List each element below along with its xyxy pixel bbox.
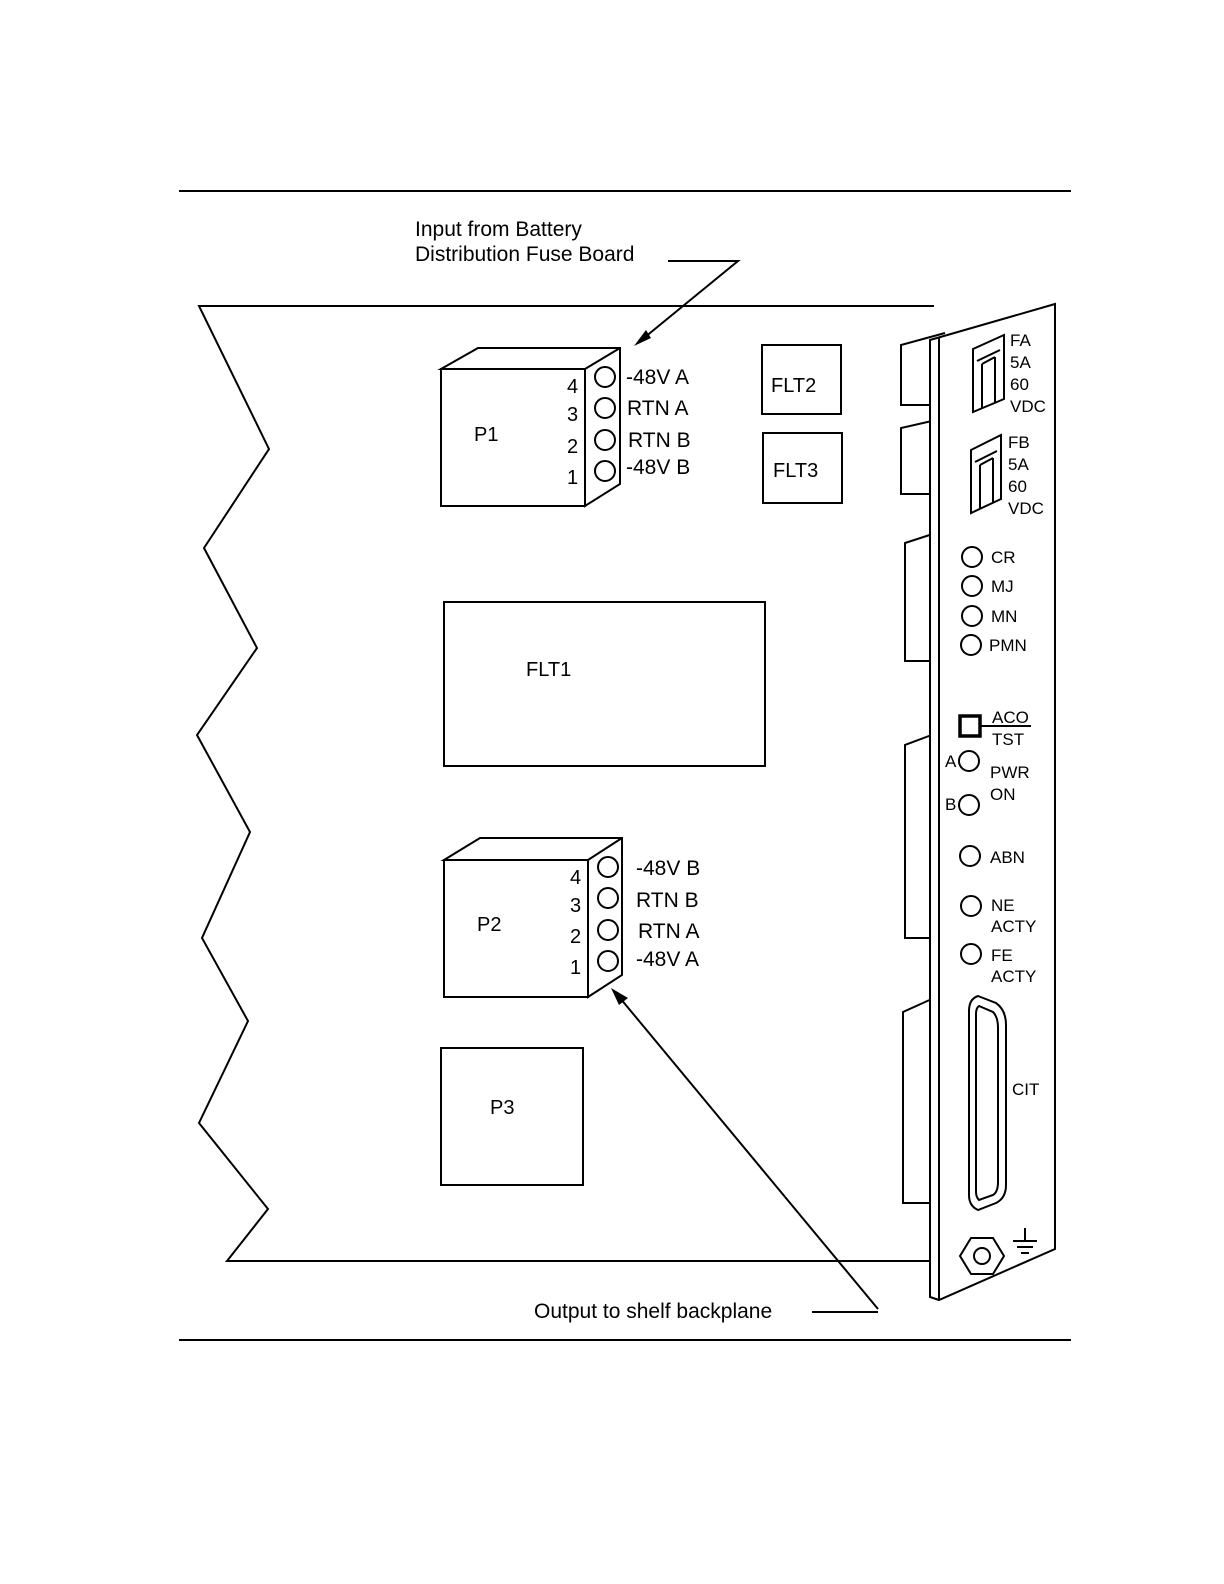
fuse-a-line: 60 [1010,375,1029,394]
fuse-b-line: 60 [1008,477,1027,496]
p1-pin-num: 1 [567,467,578,489]
p2-pin-num: 2 [570,926,581,948]
p2-pin-4: 4 -48V B [570,857,700,889]
p2-pin-num: 4 [570,867,581,889]
pin-hole-icon [595,398,615,418]
pin-hole-icon [598,920,618,940]
led-pmn-label: PMN [989,636,1027,655]
pwr-label: PWR [990,763,1030,782]
abn-label: ABN [990,848,1025,867]
input-callout-line2: Distribution Fuse Board [415,243,634,266]
p2-pin-3: 3 RTN B [570,888,699,917]
pin-hole-icon [598,857,618,877]
fuse-a-line: VDC [1010,397,1046,416]
fe-acty-label: ACTY [991,967,1036,986]
fuse-a-line: 5A [1010,353,1031,372]
fuse-b-line: VDC [1008,499,1044,518]
ne-acty-label: ACTY [991,917,1036,936]
led-mn-label: MN [991,607,1017,626]
input-callout-line1: Input from Battery [415,218,582,241]
cit-label: CIT [1012,1080,1039,1099]
p2-pin-signal: -48V A [636,948,699,971]
flt3-label: FLT3 [773,460,818,482]
p2-pin-num: 1 [570,957,581,979]
fuse-b-line: 5A [1008,455,1029,474]
p1-pin-signal: RTN B [628,429,691,452]
p2-pin-2: 2 RTN A [570,920,699,948]
pin-hole-icon [595,367,615,387]
input-leader-line [639,261,738,342]
tst-label: TST [992,730,1024,749]
flt2-label: FLT2 [771,375,816,397]
p2-pin-1: 1 -48V A [570,948,699,979]
output-arrowhead [611,988,628,1005]
pin-hole-icon [595,430,615,450]
p2-pin-signal: RTN B [636,889,699,912]
ne-label: NE [991,896,1015,915]
pwr-a-label: A [945,752,957,771]
fuse-b-line: FB [1008,433,1030,452]
connector-p2: P2 4 -48V B 3 RTN B 2 RTN A 1 -48V A [444,838,700,997]
p1-pin-signal: -48V A [626,366,689,389]
faceplate: FA 5A 60 VDC FB 5A 60 VDC CR MJ [930,304,1055,1300]
pwr-b-label: B [945,795,956,814]
led-cr-label: CR [991,548,1016,567]
flt1-label: FLT1 [526,659,571,681]
p3-label: P3 [490,1097,514,1119]
pin-hole-icon [598,951,618,971]
output-callout: Output to shelf backplane [534,1300,772,1323]
p2-label: P2 [477,914,501,936]
input-arrowhead [634,330,651,346]
fuse-a-line: FA [1010,331,1031,350]
p2-pin-num: 3 [570,895,581,917]
output-leader-line [620,998,878,1309]
aco-label: ACO [992,708,1029,727]
p2-pin-signal: -48V B [636,857,700,880]
fe-label: FE [991,946,1013,965]
p1-pin-signal: -48V B [626,456,690,479]
p2-pin-signal: RTN A [638,920,699,943]
p1-pin-num: 4 [567,376,578,398]
p1-pin-num: 3 [567,404,578,426]
board-outline [197,306,934,1261]
led-mj-label: MJ [991,577,1014,596]
pin-hole-icon [598,888,618,908]
on-label: ON [990,785,1016,804]
p1-pin-signal: RTN A [627,397,688,420]
pin-hole-icon [595,461,615,481]
flt1-box [444,602,765,766]
p1-pin-num: 2 [567,436,578,458]
p1-label: P1 [474,424,498,446]
connector-p1: P1 4 -48V A 3 RTN A 2 RTN B 1 -48V B [441,348,691,506]
